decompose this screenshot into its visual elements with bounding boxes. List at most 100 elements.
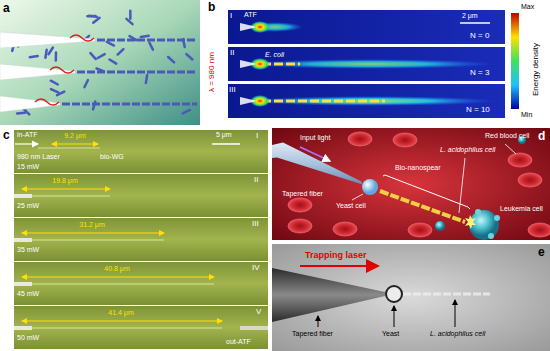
figure-label: 45 mW <box>17 290 39 297</box>
figure-label: Red blood cell <box>485 132 529 139</box>
figure-label: Bio-nanospear <box>395 164 441 171</box>
bacterium-rod <box>51 89 58 92</box>
panel-letter: c <box>3 129 10 141</box>
figure-label: Min <box>521 111 532 118</box>
figure-label: Yeast <box>382 330 399 337</box>
art-ellipse <box>245 59 495 69</box>
art-line <box>300 147 330 161</box>
figure-label: I <box>230 12 232 20</box>
figure-label: Leukemia cell <box>500 205 543 212</box>
figure-label: II <box>254 176 258 184</box>
figure-label: Trapping laser <box>305 251 367 260</box>
art-rect <box>14 174 268 217</box>
red-blood-cell <box>528 223 550 237</box>
figure-label: bio-WG <box>100 153 124 160</box>
figure-label: N = 0 <box>470 32 489 40</box>
figure-label: N = 10 <box>466 106 490 114</box>
fiber-tip <box>14 326 32 330</box>
figure-label: 15 mW <box>17 163 39 170</box>
red-blood-cell <box>348 132 372 146</box>
art-circle <box>488 233 494 239</box>
art-line <box>212 143 240 145</box>
red-blood-cell <box>508 153 532 167</box>
art-line <box>505 144 516 154</box>
art-rect <box>272 128 550 240</box>
figure-label: 980 nm Laser <box>17 153 60 160</box>
panel-letter: b <box>208 1 215 13</box>
figure-label: 2 μm <box>462 12 478 19</box>
art-rect <box>0 0 200 125</box>
art-g <box>14 189 222 330</box>
figure-label: IV <box>252 264 260 272</box>
red-blood-cell <box>288 198 312 212</box>
art-line <box>380 191 465 222</box>
figure-label: out-ATF <box>226 338 251 345</box>
art-rect <box>14 130 268 173</box>
bacterium-rod <box>87 15 95 18</box>
figure-panel: eTrapping laserTapered fiberYeastL. acid… <box>272 244 550 351</box>
bacterium-rod <box>17 111 25 114</box>
art-line <box>97 39 197 42</box>
fiber-tip <box>14 238 32 242</box>
figure-label: 25 mW <box>17 202 39 209</box>
art-path <box>465 215 476 229</box>
art-line <box>394 306 395 327</box>
figure-label: 35 mW <box>17 246 39 253</box>
figure-label: 9.2 μm <box>64 132 86 139</box>
art-polygon <box>240 23 255 31</box>
figure-label: in-ATF <box>17 131 37 138</box>
art-g <box>12 11 192 115</box>
figure-label: Energy density <box>532 43 540 96</box>
length-arrow <box>22 321 222 322</box>
length-arrow <box>22 277 214 278</box>
art-polygon <box>0 96 60 112</box>
red-blood-cell <box>408 223 432 237</box>
art-line <box>318 316 319 327</box>
bacterium-rod <box>146 75 147 83</box>
bacterium-rod <box>129 11 132 19</box>
figure-label: ATF <box>244 11 257 18</box>
art-rect <box>228 47 505 81</box>
bacterium-rod <box>149 43 153 50</box>
bacterium-rod <box>84 80 88 87</box>
art-rect <box>240 326 268 330</box>
figure-label: 19.8 μm <box>52 177 77 184</box>
figure-label: III <box>252 220 259 228</box>
length-arrow <box>22 233 164 234</box>
art-circle <box>475 209 481 215</box>
art-circle <box>494 215 500 221</box>
bacterium-rod <box>49 48 53 55</box>
figure-label: 31.2 μm <box>79 221 104 228</box>
bacterium-rod <box>183 110 190 113</box>
figure-label: V <box>256 308 261 316</box>
art-line <box>262 100 385 103</box>
red-blood-cell <box>288 219 312 233</box>
bacterium-rod <box>118 49 124 54</box>
bacterium-rod <box>109 59 116 63</box>
art-line <box>38 147 100 148</box>
bacterium-rod <box>30 56 38 57</box>
art-line <box>460 22 490 24</box>
art-line <box>403 293 490 296</box>
art-rect <box>14 262 268 305</box>
panel-letter: d <box>538 130 545 142</box>
figure-panel: bIATF2 μmMaxλ = 980 nmEnergy densityN = … <box>205 0 550 125</box>
bacterium-rod <box>107 42 114 46</box>
bacterium-rod <box>93 18 99 23</box>
art-line <box>52 144 98 145</box>
figure-label: Input light <box>300 134 330 141</box>
figure-label: II <box>230 49 234 57</box>
fiber-tip <box>14 194 32 198</box>
bacterium-rod <box>90 53 95 59</box>
art-line <box>77 71 197 74</box>
figure-panel: a <box>0 0 200 125</box>
figure-label: N = 3 <box>470 69 489 77</box>
art-circle <box>386 286 402 302</box>
art-ellipse <box>245 96 495 106</box>
art-polygon <box>240 60 255 68</box>
art-line <box>300 265 378 267</box>
art-path <box>35 99 59 105</box>
panel-letter: a <box>3 2 10 14</box>
figure-label: 40.8 μm <box>104 265 129 272</box>
